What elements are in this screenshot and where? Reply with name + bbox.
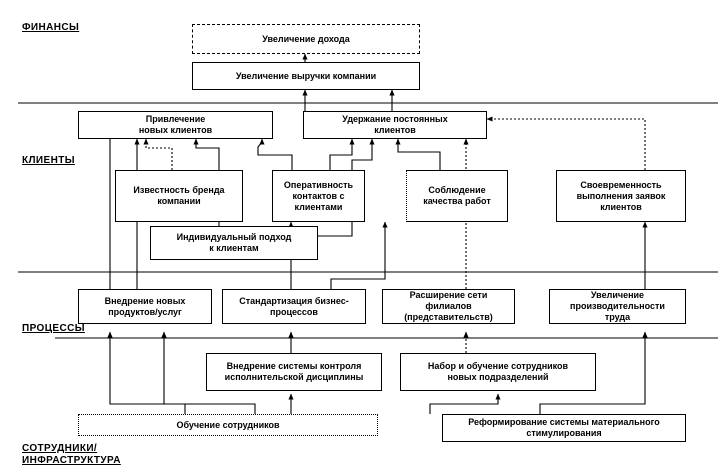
- node-timely-fulfillment[interactable]: Своевременность выполнения заявок клиент…: [556, 170, 686, 222]
- node-label: Своевременность выполнения заявок клиент…: [576, 179, 666, 212]
- perspective-dividers: [18, 102, 718, 339]
- node-attract-new-clients[interactable]: Привлечение новых клиентов: [78, 111, 273, 139]
- edge-n6-n3: [257, 138, 293, 170]
- node-label: Реформирование системы материального сти…: [468, 417, 660, 438]
- node-label: Набор и обучение сотрудников новых подра…: [427, 361, 569, 382]
- node-new-products[interactable]: Внедрение новых продуктов/услуг: [78, 289, 212, 324]
- edge-n8-n4: [486, 116, 646, 170]
- edge-n17-n13: [539, 331, 648, 414]
- edge-n16-n10b: [161, 331, 256, 414]
- node-label: Внедрение системы контроля исполнительск…: [224, 361, 364, 382]
- node-label: Увеличение дохода: [262, 33, 350, 44]
- node-increase-income[interactable]: Увеличение дохода: [192, 24, 420, 54]
- node-retain-clients[interactable]: Удержание постоянных клиентов: [303, 111, 487, 139]
- node-label: Стандартизация бизнес- процессов: [239, 295, 349, 317]
- node-individual-approach[interactable]: Индивидуальный подход к клиентам: [150, 226, 318, 260]
- node-label: Обучение сотрудников: [176, 419, 280, 430]
- edge-n16-n10: [107, 331, 186, 414]
- node-label: Внедрение новых продуктов/услуг: [104, 295, 186, 317]
- node-discipline-control[interactable]: Внедрение системы контроля исполнительск…: [206, 353, 382, 391]
- node-label: Оперативность контактов с клиентами: [283, 179, 354, 212]
- edge-n11-n7: [330, 221, 388, 289]
- edge-n7-n4: [395, 138, 441, 170]
- node-label: Расширение сети филиалов (представительс…: [404, 290, 493, 322]
- edge-n5-n3: [143, 138, 173, 170]
- node-standardize-processes[interactable]: Стандартизация бизнес- процессов: [222, 289, 366, 324]
- node-brand-awareness[interactable]: Известность бренда компании: [115, 170, 243, 222]
- node-branch-network[interactable]: Расширение сети филиалов (представительс…: [382, 289, 515, 324]
- edge-n16-n15: [429, 393, 501, 414]
- edge-group: [107, 53, 648, 414]
- node-label: Увеличение выручки компании: [235, 70, 377, 81]
- edge-n9-n4: [318, 138, 375, 237]
- perspective-label-staff: СОТРУДНИКИ/ ИНФРАСТРУКТУРА: [22, 443, 121, 466]
- node-label: Привлечение новых клиентов: [138, 114, 213, 135]
- node-increase-revenue[interactable]: Увеличение выручки компании: [192, 62, 420, 90]
- node-quality-compliance[interactable]: Соблюдение качества работ: [406, 170, 508, 222]
- node-label: Увеличение производительности труда: [570, 290, 665, 322]
- node-hire-train-staff[interactable]: Набор и обучение сотрудников новых подра…: [400, 353, 596, 391]
- node-incentive-reform[interactable]: Реформирование системы материального сти…: [442, 414, 686, 442]
- perspective-label-clients: КЛИЕНТЫ: [22, 155, 75, 166]
- node-label: Удержание постоянных клиентов: [342, 114, 448, 135]
- node-label: Индивидуальный подход к клиентам: [176, 232, 292, 253]
- node-staff-training[interactable]: Обучение сотрудников: [78, 414, 378, 436]
- node-contact-speed[interactable]: Оперативность контактов с клиентами: [272, 170, 365, 222]
- perspective-label-processes: ПРОЦЕССЫ: [22, 323, 85, 334]
- node-label: Известность бренда компании: [133, 185, 225, 206]
- perspective-label-finance: ФИНАНСЫ: [22, 22, 80, 33]
- edge-n6-n4: [329, 138, 355, 170]
- node-labor-productivity[interactable]: Увеличение производительности труда: [549, 289, 686, 324]
- node-label: Соблюдение качества работ: [423, 185, 491, 206]
